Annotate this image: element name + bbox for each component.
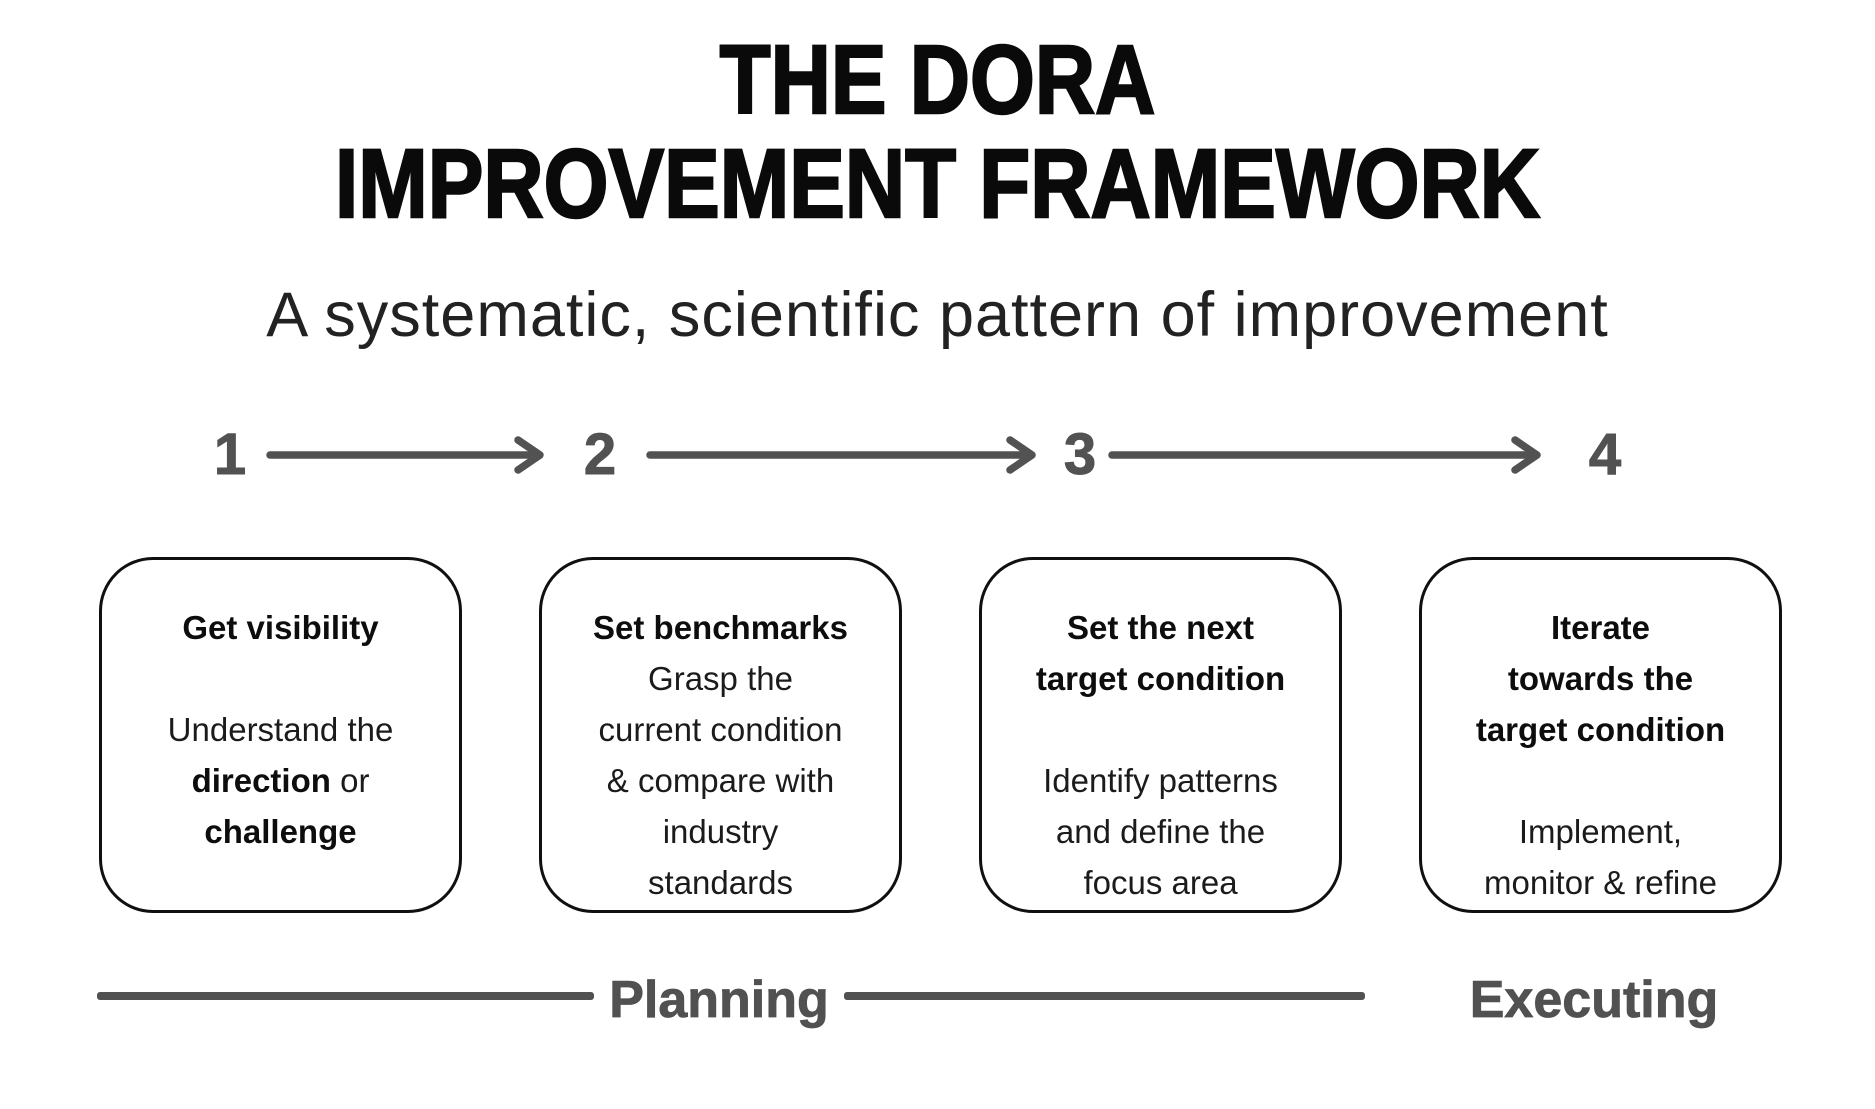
- flow-arrows: [266, 436, 1541, 474]
- title-line-1: THE DORA: [719, 25, 1157, 134]
- step-number-4: 4: [1588, 422, 1622, 487]
- step-number-1: 1: [213, 422, 247, 487]
- page-title: THE DORA IMPROVEMENT FRAMEWORK: [131, 25, 1744, 238]
- title-body-spacer: [1442, 755, 1759, 806]
- step-title: Get visibility: [182, 609, 379, 646]
- step-title: Set benchmarks: [593, 609, 848, 646]
- phase-label-executing: Executing: [1469, 971, 1719, 1029]
- step-number-2: 2: [583, 422, 617, 487]
- planning-phase-line-right: [844, 992, 1365, 1000]
- arrow-step1-to-step2-icon: [266, 436, 544, 474]
- title-body-spacer: [1002, 704, 1319, 755]
- arrow-step2-to-step3-icon: [646, 436, 1036, 474]
- phase-label-planning: Planning: [609, 971, 829, 1029]
- arrow-step3-to-step4-icon: [1108, 436, 1541, 474]
- step-body: Implement,monitor & refine: [1484, 813, 1717, 901]
- step-number-3: 3: [1063, 422, 1097, 487]
- title-body-spacer: [122, 653, 439, 704]
- title-line-2: IMPROVEMENT FRAMEWORK: [334, 129, 1541, 238]
- planning-phase-line-left: [97, 992, 594, 1000]
- page-subtitle: A systematic, scientific pattern of impr…: [266, 280, 1609, 350]
